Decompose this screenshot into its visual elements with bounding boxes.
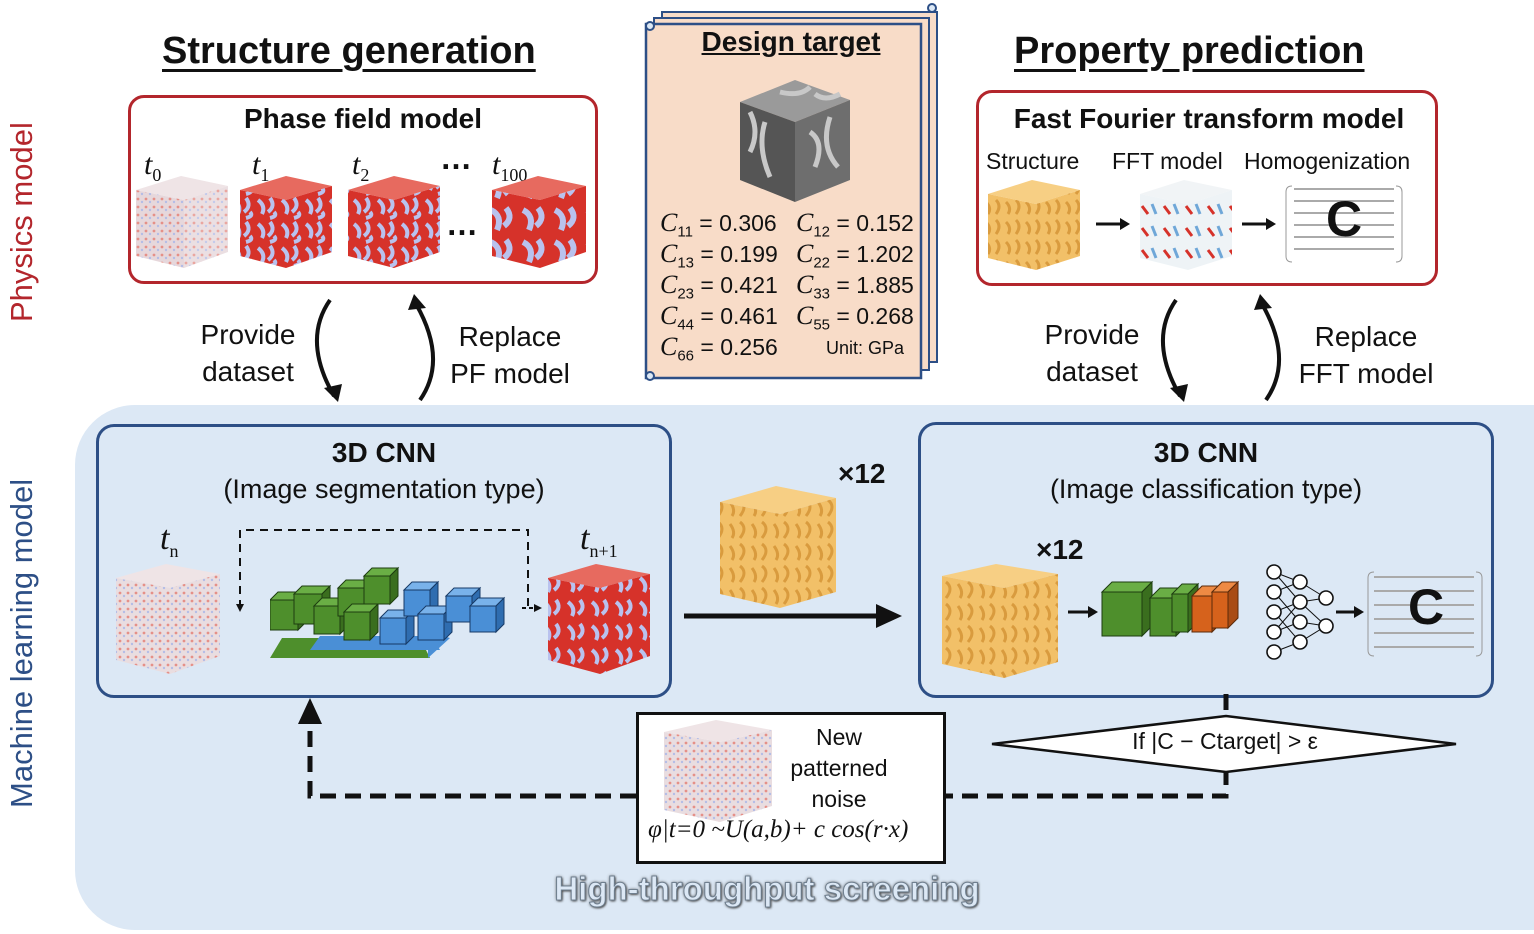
curved-arrows-left <box>314 294 436 402</box>
fft-col-homogenization: Homogenization <box>1244 148 1411 174</box>
fft-c-symbol: C <box>1326 191 1363 247</box>
cnn-right-x12-label: ×12 <box>1036 534 1084 565</box>
input-noise-cube <box>116 564 220 674</box>
stiffness-eq-12: C12 = 0.152 <box>796 208 914 241</box>
fft-col-structure: Structure <box>986 148 1080 174</box>
condition-text: If |C − Ctarget| > ε <box>1132 728 1318 754</box>
phase-field-title: Phase field model <box>243 103 483 134</box>
cube-t100 <box>492 176 586 268</box>
stiffness-matrix-icon <box>1285 185 1403 263</box>
ml-model-label: Machine learning model <box>4 478 39 808</box>
curved-arrows-right <box>1160 294 1282 402</box>
classification-network-graphics <box>942 564 1483 678</box>
property-prediction-heading: Property prediction <box>1014 30 1365 72</box>
label-t0: t0 <box>144 148 162 185</box>
cnn-layer-blocks <box>270 566 506 646</box>
conv-layers <box>1100 580 1240 638</box>
cnn-left-title: 3D CNN <box>331 437 437 468</box>
stiffness-eq-22: C22 = 1.202 <box>796 239 914 272</box>
stiffness-eq-11: C11 = 0.306 <box>660 208 777 241</box>
label-t2: t2 <box>352 148 370 185</box>
unit-label: Unit: GPa <box>826 338 905 358</box>
cube-t1 <box>240 176 332 268</box>
gold-structure-cube <box>720 486 836 608</box>
stiffness-matrix-icon <box>1367 571 1483 657</box>
fft-pipeline-graphics <box>988 180 1403 270</box>
stiffness-eq-55: C55 = 0.268 <box>796 301 914 334</box>
fft-title: Fast Fourier transform model <box>1013 103 1405 134</box>
middle-transfer-graphic <box>684 486 902 628</box>
high-throughput-screening-label: High-throughput screening <box>554 870 980 908</box>
noise-formula: φ|t=0 ~U(a,b)+ c cos(r·x) <box>648 816 909 843</box>
cube-t2 <box>348 176 440 268</box>
ellipsis-top: … <box>440 140 472 176</box>
arrow-right-icon <box>684 604 902 628</box>
fft-col-fftmodel: FFT model <box>1112 148 1223 174</box>
condition-diamond <box>991 714 1457 774</box>
structure-generation-heading: Structure generation <box>162 30 536 72</box>
label-t1: t1 <box>252 148 270 185</box>
label-tn: tn <box>160 520 179 561</box>
noise-cube <box>664 720 772 822</box>
target-microstructure-cube <box>740 80 850 202</box>
stiffness-eq-13: C13 = 0.199 <box>660 239 778 272</box>
label-t100: t100 <box>492 148 528 185</box>
ellipsis-mid: … <box>446 206 478 242</box>
cube-t0 <box>136 176 228 268</box>
middle-x12-label: ×12 <box>838 458 886 489</box>
structure-cube <box>988 180 1080 270</box>
arrow-right-icon <box>1242 218 1276 230</box>
cnn-left-subtitle: (Image segmentation type) <box>223 474 545 504</box>
label-tn1: tn+1 <box>580 520 618 561</box>
stiffness-eq-33: C33 = 1.885 <box>796 270 914 303</box>
neural-network-icon <box>1266 564 1334 660</box>
stiffness-eq-44: C44 = 0.461 <box>660 301 778 334</box>
arrow-right-icon <box>1336 606 1364 618</box>
stiffness-eq-66: C66 = 0.256 <box>660 332 778 365</box>
physics-model-label: Physics model <box>4 122 39 322</box>
arrow-right-icon <box>1068 606 1098 618</box>
design-target-title: Design target <box>701 26 881 57</box>
stiffness-eq-23: C23 = 0.421 <box>660 270 778 303</box>
arrow-right-icon <box>1096 218 1130 230</box>
phase-field-cubes <box>136 176 586 268</box>
output-structure-cube <box>548 564 650 674</box>
input-structure-cube <box>942 564 1058 678</box>
cnn-c-symbol: C <box>1408 579 1445 635</box>
cnn-right-title: 3D CNN <box>1153 437 1259 468</box>
fft-cube <box>1140 180 1232 270</box>
cnn-right-subtitle: (Image classification type) <box>1049 474 1363 504</box>
